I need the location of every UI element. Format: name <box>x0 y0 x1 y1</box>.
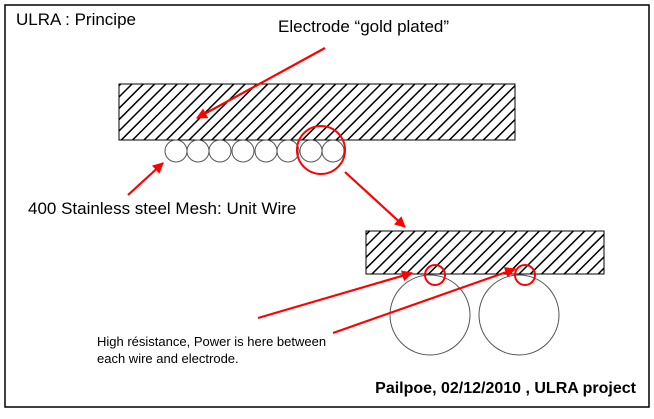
diagram-title: ULRA : Principe <box>16 10 136 29</box>
mesh-wire <box>321 139 345 163</box>
arrow-to-mesh <box>127 162 164 196</box>
mesh-wire-row <box>164 139 345 163</box>
arrow-to-contact-left <box>257 270 414 320</box>
arrow-to-contact-right <box>332 267 517 335</box>
electrode-label: Electrode “gold plated” <box>278 17 449 36</box>
mesh-label: 400 Stainless steel Mesh: Unit Wire <box>28 199 296 218</box>
footer-credit: Pailpoe, 02/12/2010 , ULRA project <box>375 380 637 397</box>
contact-highlight-left <box>424 264 446 286</box>
wire-zoomed-left <box>389 274 471 356</box>
arrow-to-electrode <box>196 47 326 119</box>
mesh-wire <box>299 139 323 163</box>
note-line-2: each wire and electrode. <box>97 351 239 366</box>
note-line-1: High résistance, Power is here between <box>97 334 326 349</box>
mesh-wire <box>254 139 278 163</box>
electrode-zoomed <box>365 230 605 275</box>
mesh-wire <box>231 139 255 163</box>
wire-zoomed-right <box>478 274 560 356</box>
arrow-to-zoom <box>344 171 406 228</box>
zoom-highlight-circle <box>296 125 346 175</box>
electrode-top <box>118 83 516 141</box>
mesh-wire <box>208 139 232 163</box>
mesh-wire <box>186 139 210 163</box>
mesh-wire <box>164 139 188 163</box>
outer-border <box>4 4 650 408</box>
mesh-wire <box>276 139 300 163</box>
